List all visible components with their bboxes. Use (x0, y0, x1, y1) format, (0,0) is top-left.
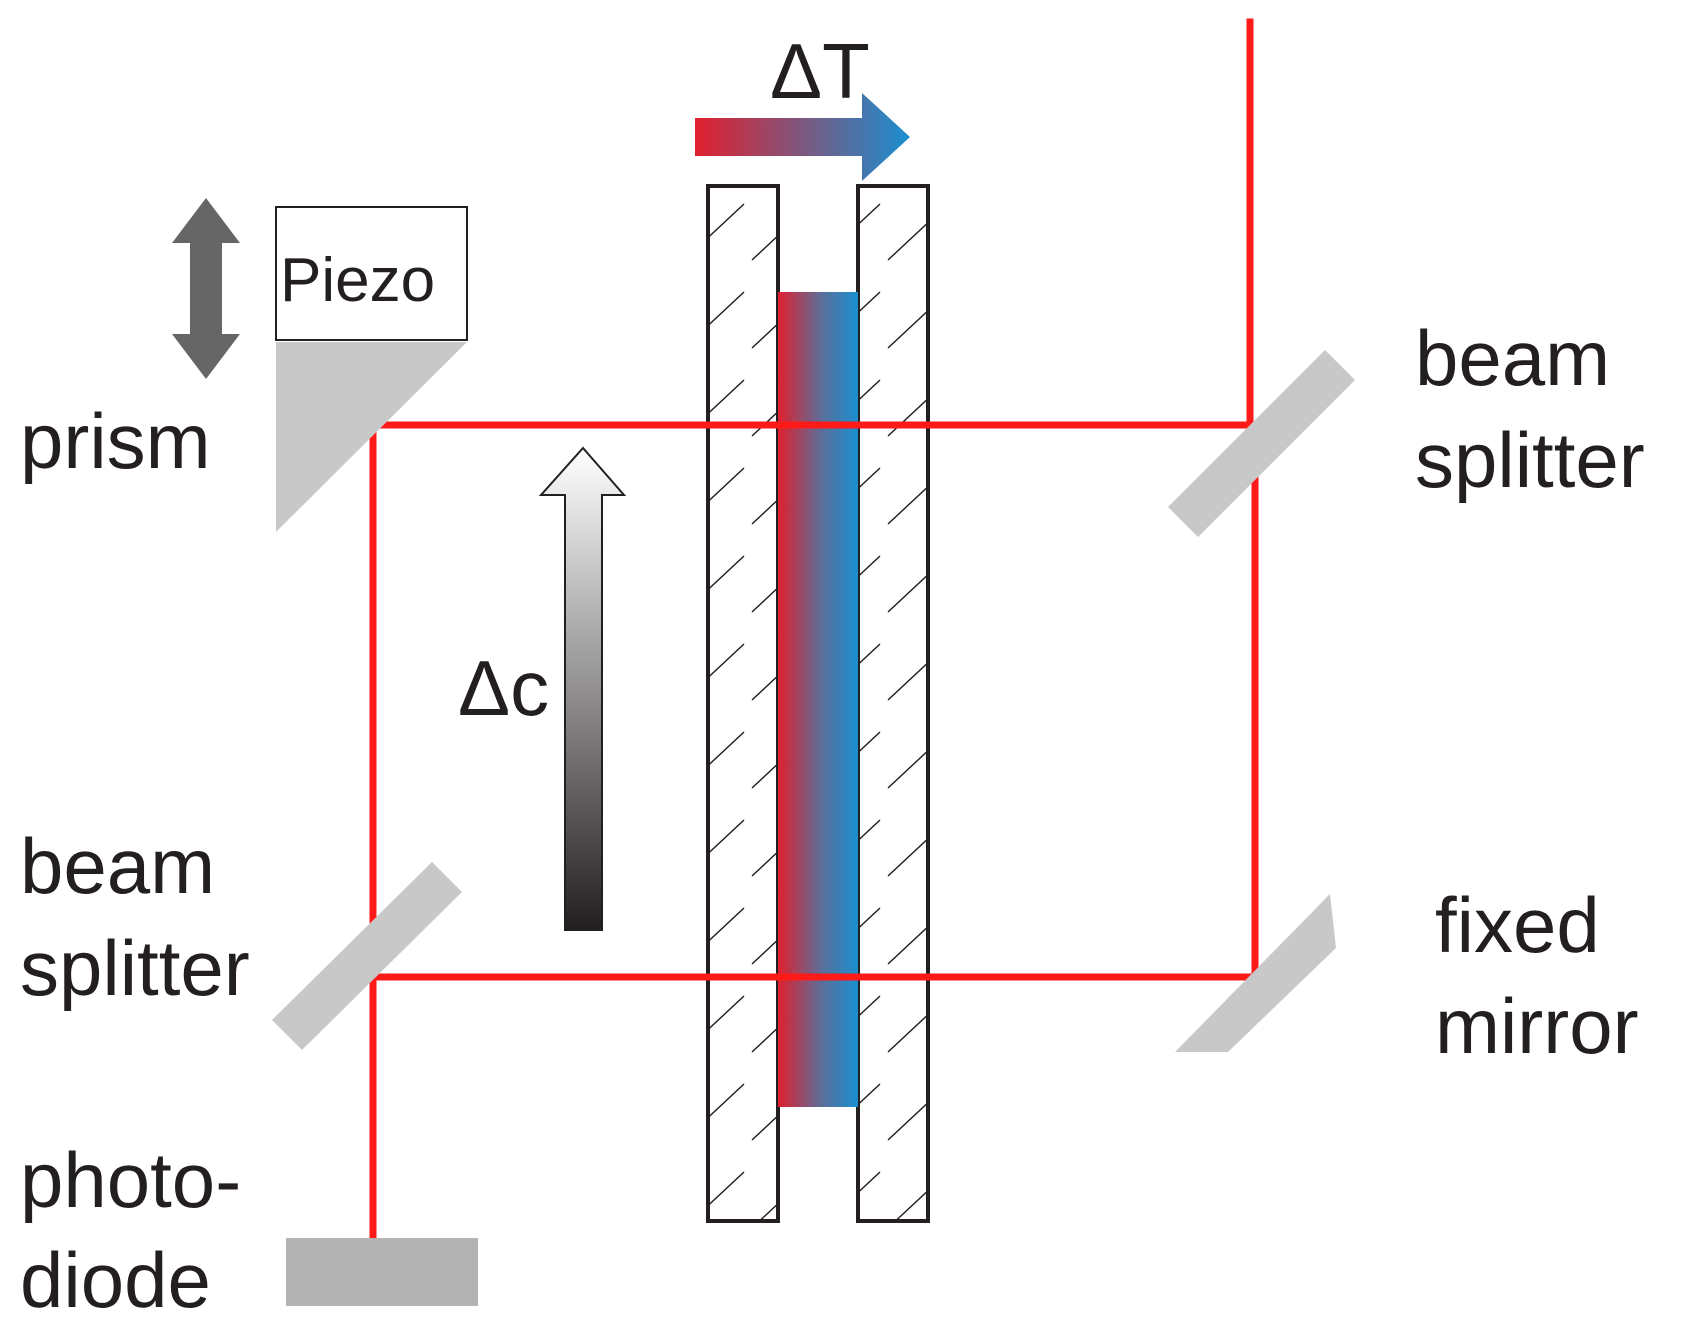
beam-splitter-top-label-line2: splitter (1415, 416, 1645, 504)
fluid-sample (778, 292, 858, 1107)
beam-splitter-top (1168, 350, 1355, 537)
prism-label: prism (20, 397, 211, 485)
concentration-gradient-arrow (538, 446, 627, 931)
delta-c-label: Δc (458, 644, 549, 732)
cell-wall-right (856, 184, 930, 1223)
fixed-mirror-label-line1: fixed (1435, 881, 1600, 969)
fixed-mirror (1175, 894, 1336, 1052)
beam-splitter-bottom-label-line2: splitter (20, 924, 250, 1012)
fixed-mirror-label-line2: mirror (1435, 982, 1639, 1070)
temperature-gradient-arrow (695, 93, 910, 181)
piezo-actuator (275, 206, 468, 341)
photodiode-label-line1: photo- (20, 1136, 241, 1224)
beam-splitter-top-label-line1: beam (1415, 314, 1610, 402)
photodiode (286, 1238, 478, 1306)
photodiode-label-line2: diode (20, 1236, 211, 1324)
piezo-motion-arrow (172, 198, 240, 379)
cell-wall-left (706, 184, 780, 1223)
beam-splitter-bottom (272, 862, 462, 1050)
delta-t-label: ΔT (770, 27, 870, 115)
piezo-label: Piezo (280, 246, 435, 315)
beam-splitter-bottom-label-line1: beam (20, 822, 215, 910)
prism (276, 342, 467, 532)
